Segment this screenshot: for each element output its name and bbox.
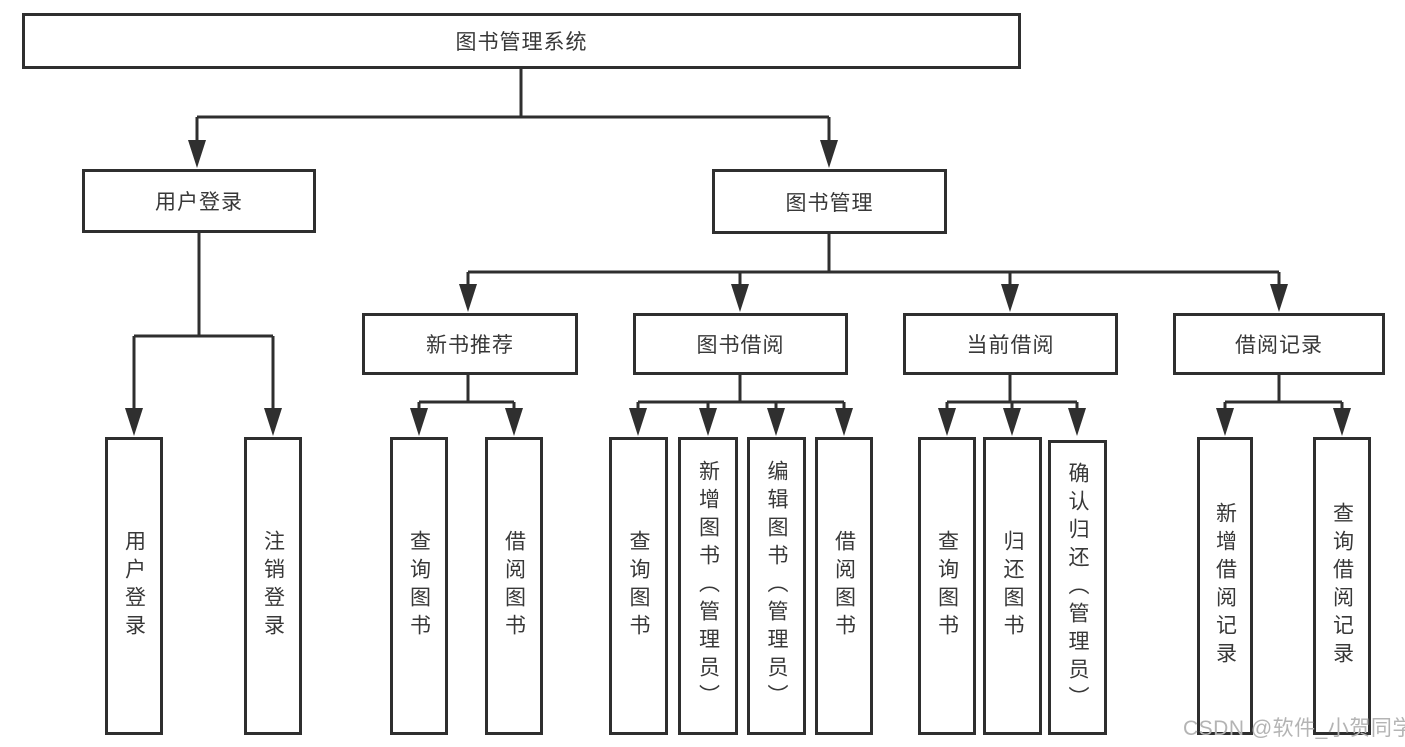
node-label: 当前借阅	[966, 334, 1055, 357]
node-label: 新书推荐	[426, 334, 514, 357]
leaf-add-borrow-record: 新增借阅记录	[1197, 437, 1253, 735]
leaf-label: 确认归还（管理员）	[1066, 461, 1089, 714]
node-label: 图书借阅	[696, 334, 785, 357]
leaf-label: 借阅图书	[502, 530, 526, 642]
leaf-label: 归还图书	[1001, 530, 1024, 642]
node-library-management-system: 图书管理系统	[22, 13, 1021, 69]
leaf-user-login: 用户登录	[105, 437, 163, 735]
leaf-label: 新增图书（管理员）	[696, 460, 720, 712]
node-borrow-records: 借阅记录	[1173, 313, 1385, 375]
leaf-borrow-books: 借阅图书	[815, 437, 873, 735]
leaf-label: 查询图书	[407, 530, 431, 642]
node-new-book-recommend: 新书推荐	[362, 313, 578, 375]
node-book-borrow: 图书借阅	[633, 313, 848, 375]
leaf-label: 查询图书	[627, 530, 650, 642]
node-book-management: 图书管理	[712, 169, 947, 234]
leaf-label: 借阅图书	[832, 530, 856, 642]
leaf-add-book-admin: 新增图书（管理员）	[678, 437, 738, 735]
leaf-logout: 注销登录	[244, 437, 302, 735]
leaf-label: 查询图书	[935, 530, 959, 642]
leaf-label: 编辑图书（管理员）	[765, 460, 788, 712]
leaf-query-books-recommend: 查询图书	[390, 437, 448, 735]
node-user-login: 用户登录	[82, 169, 316, 233]
leaf-label: 查询借阅记录	[1330, 502, 1354, 670]
leaf-label: 用户登录	[122, 530, 146, 642]
leaf-edit-book-admin: 编辑图书（管理员）	[747, 437, 806, 735]
leaf-label: 注销登录	[261, 530, 285, 642]
leaf-query-books-current: 查询图书	[918, 437, 976, 735]
node-label: 图书管理系统	[455, 31, 588, 54]
node-label: 用户登录	[155, 191, 243, 214]
leaf-confirm-return-admin: 确认归还（管理员）	[1048, 440, 1107, 735]
node-label: 借阅记录	[1235, 334, 1323, 357]
leaf-query-books-borrow: 查询图书	[609, 437, 668, 735]
csdn-watermark: CSDN @软件_小贺同学	[1183, 717, 1405, 740]
leaf-label: 新增借阅记录	[1213, 502, 1237, 670]
node-label: 图书管理	[785, 191, 874, 215]
node-current-borrow: 当前借阅	[903, 313, 1118, 375]
leaf-return-book: 归还图书	[983, 437, 1042, 735]
leaf-borrow-books-recommend: 借阅图书	[485, 437, 543, 735]
leaf-query-borrow-record: 查询借阅记录	[1313, 437, 1371, 735]
